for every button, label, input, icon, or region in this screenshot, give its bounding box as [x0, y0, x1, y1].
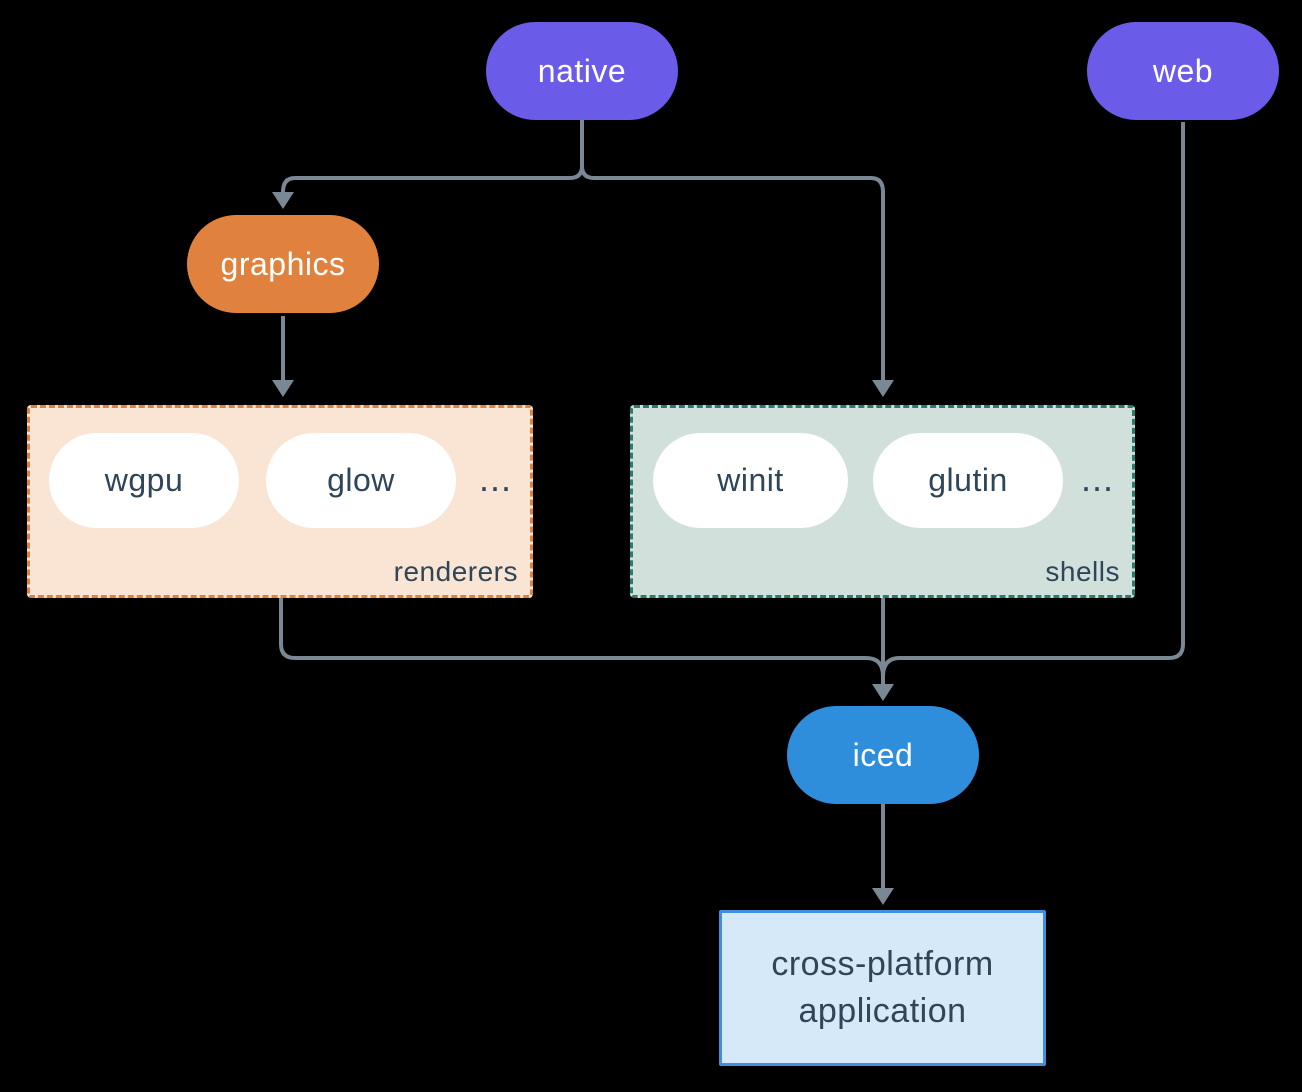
node-glutin: glutin — [873, 433, 1063, 528]
node-web: web — [1087, 22, 1279, 120]
node-wgpu: wgpu — [49, 433, 239, 528]
node-iced-label: iced — [852, 736, 914, 773]
node-wgpu-label: wgpu — [104, 462, 184, 498]
group-renderers: wgpu glow ... renderers — [27, 405, 533, 598]
node-glutin-label: glutin — [928, 462, 1008, 498]
node-winit-label: winit — [717, 462, 784, 498]
node-native: native — [486, 22, 678, 120]
group-shells: winit glutin ... shells — [630, 405, 1135, 598]
edge-native-shells — [580, 120, 885, 381]
node-winit: winit — [653, 433, 848, 528]
node-glow-label: glow — [327, 462, 395, 498]
renderers-group-label: renderers — [393, 556, 518, 587]
node-iced: iced — [787, 706, 979, 804]
node-application-label: cross-platform application — [771, 945, 994, 1030]
node-web-label: web — [1152, 52, 1214, 89]
arrowhead-renderers — [272, 380, 294, 397]
arrowhead-iced — [872, 684, 894, 701]
node-application: cross-platform application — [719, 910, 1046, 1066]
renderers-ellipsis: ... — [478, 458, 512, 499]
arrowhead-graphics — [272, 192, 294, 209]
arrowhead-application — [872, 888, 894, 905]
node-graphics-label: graphics — [220, 245, 346, 282]
edge-renderers-iced — [279, 598, 885, 677]
arrowhead-shells — [872, 380, 894, 397]
node-graphics: graphics — [187, 215, 379, 313]
edge-native-graphics — [281, 120, 584, 193]
node-glow: glow — [266, 433, 456, 528]
shells-group-label: shells — [1045, 556, 1120, 587]
shells-ellipsis: ... — [1080, 458, 1114, 499]
node-native-label: native — [537, 52, 627, 89]
